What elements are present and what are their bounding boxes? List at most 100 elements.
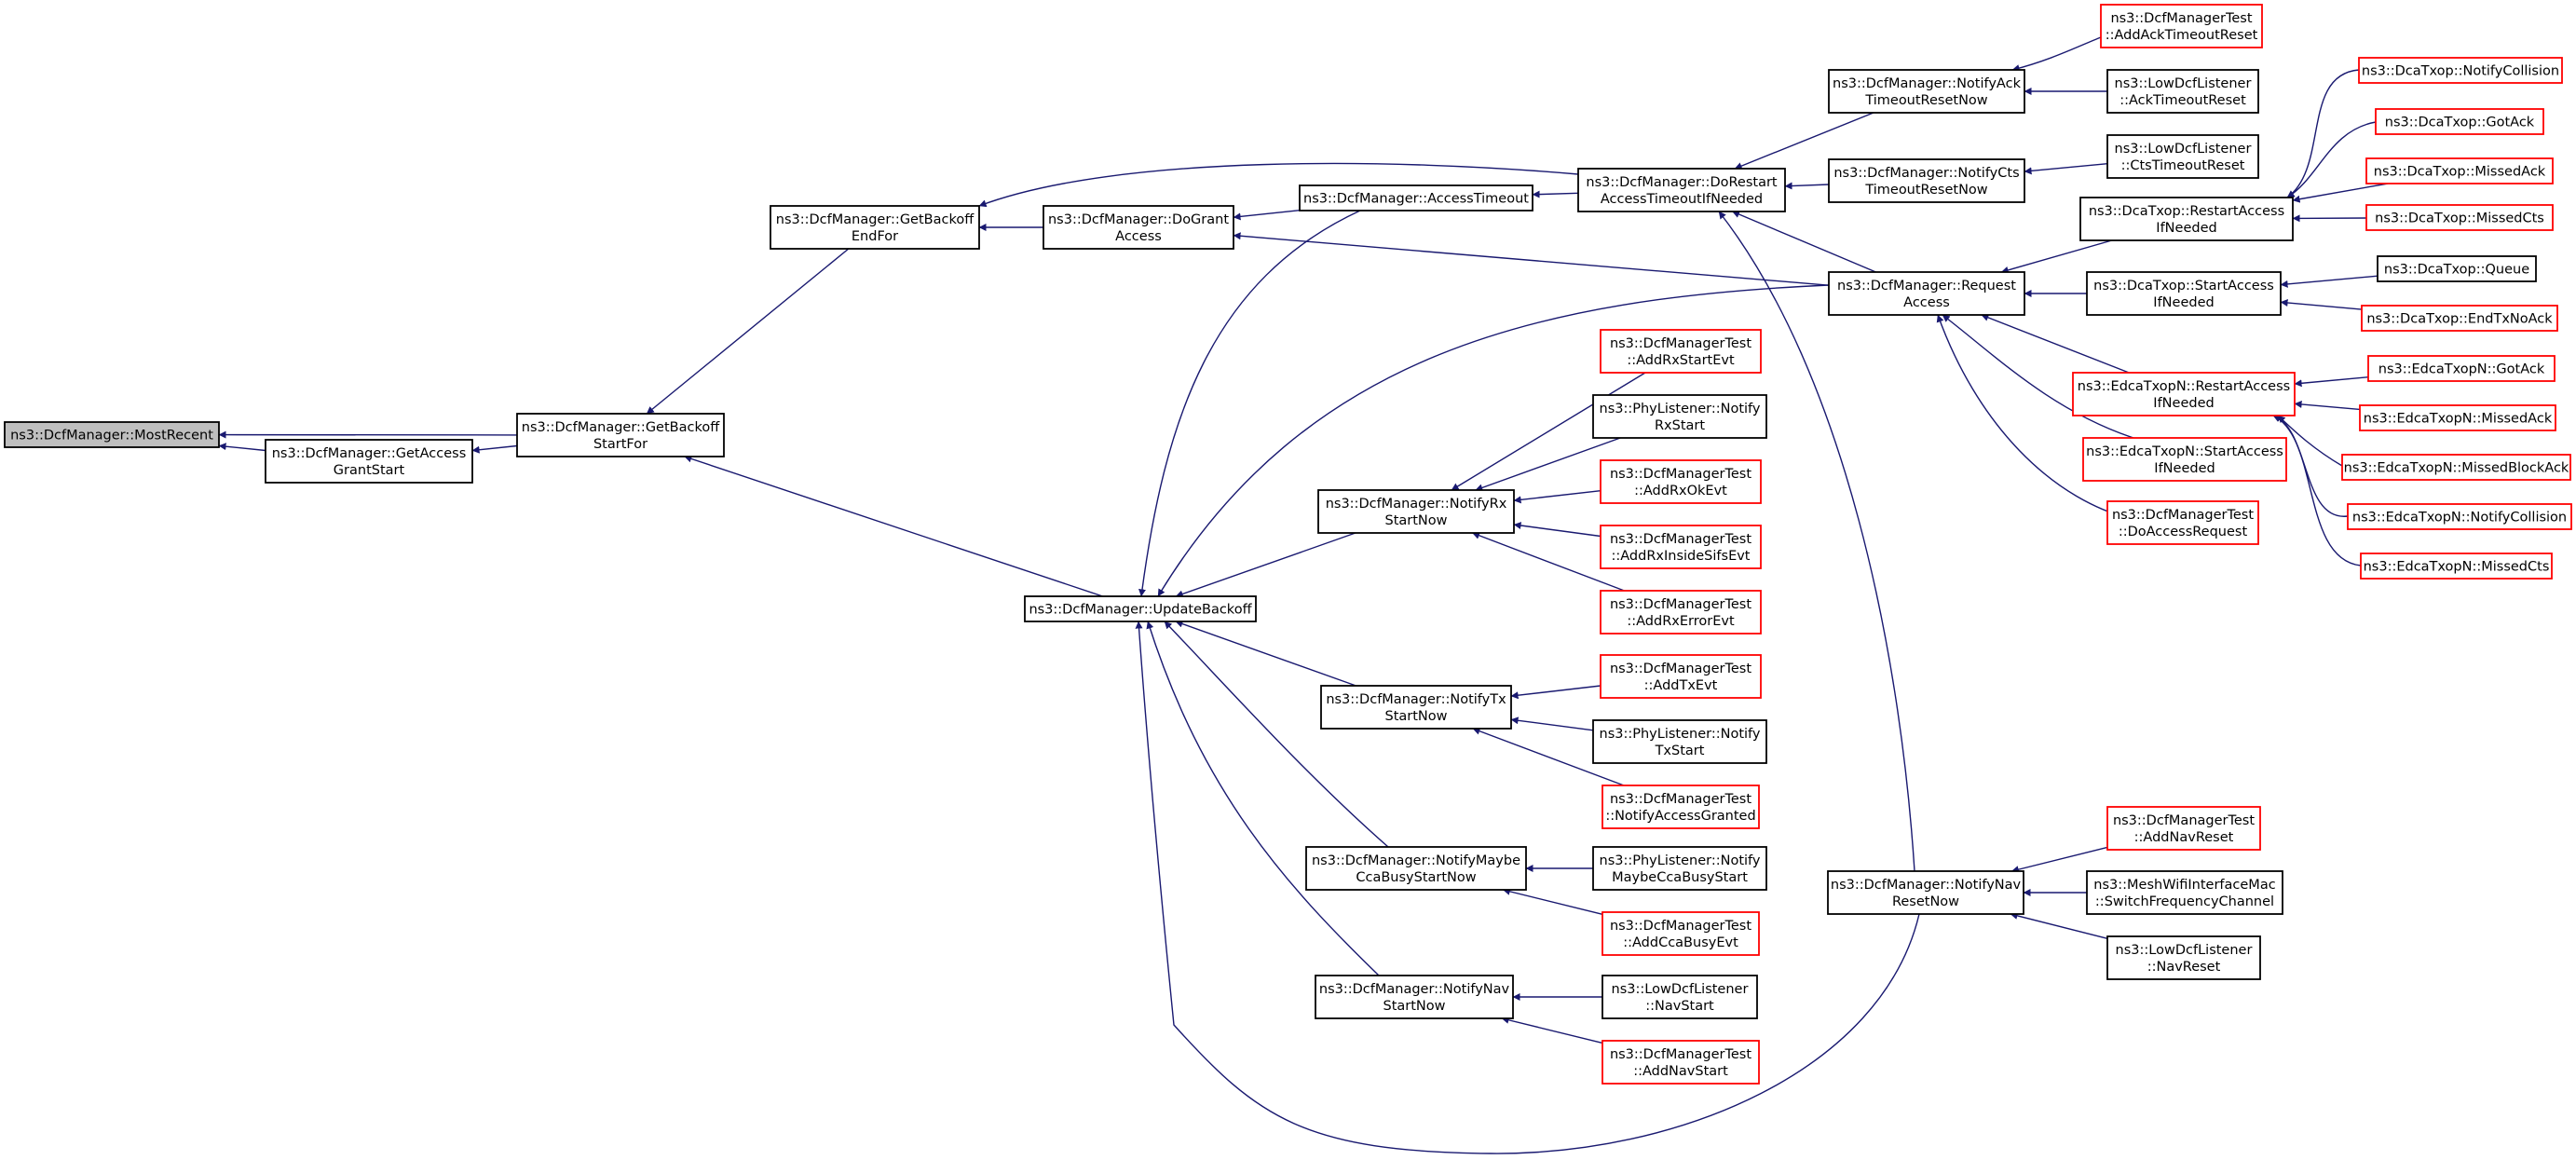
node-box	[2106, 134, 2259, 179]
edges-layer	[218, 36, 2389, 1154]
node-lowNavStart[interactable]: ns3::LowDcfListener::NavStart	[1601, 975, 1758, 1019]
node-box	[1828, 158, 2025, 203]
node-notifyMaybeCcaBusyStartNow[interactable]: ns3::DcfManager::NotifyMaybeCcaBusyStart…	[1305, 846, 1527, 891]
edge-line	[1233, 232, 1830, 286]
edge-line	[1510, 716, 1594, 731]
node-label-line: ns3::DcfManager::AccessTimeout	[1303, 192, 1529, 207]
node-label-line: ::AddRxErrorEvt	[1627, 614, 1735, 629]
edge-line	[2280, 275, 2378, 288]
node-label-line: ns3::DcaTxop::RestartAccess	[2089, 204, 2284, 219]
edge-notifyAccessGranted-to-notifyTxStartNow	[1472, 727, 1625, 786]
edge-line	[2010, 846, 2108, 874]
edge-edcaMissedBlockAck-to-edcaRestartAccess	[2277, 415, 2343, 467]
node-box	[1592, 719, 1767, 764]
node-mostRecent[interactable]: ns3::DcfManager::MostRecent	[4, 421, 220, 448]
node-notifyAckTimeoutResetNow[interactable]: ns3::DcfManager::NotifyAckTimeoutResetNo…	[1828, 69, 2025, 114]
node-edcaNotifyCollision[interactable]: ns3::EdcaTxopN::NotifyCollision	[2347, 503, 2572, 530]
edge-line	[1513, 490, 1601, 504]
node-switchFrequencyChannel[interactable]: ns3::MeshWifiInterfaceMac::SwitchFrequen…	[2086, 870, 2283, 915]
node-addRxErrorEvt[interactable]: ns3::DcfManagerTest::AddRxErrorEvt	[1600, 590, 1762, 635]
node-addCcaBusyEvt[interactable]: ns3::DcfManagerTest::AddCcaBusyEvt	[1601, 911, 1760, 956]
node-box	[2377, 255, 2537, 282]
node-edcaMissedAck[interactable]: ns3::EdcaTxopN::MissedAck	[2359, 404, 2556, 431]
node-addRxStartEvt[interactable]: ns3::DcfManagerTest::AddRxStartEvt	[1600, 329, 1762, 374]
node-dcaMissedCts[interactable]: ns3::DcaTxop::MissedCts	[2365, 204, 2554, 231]
node-label-line: ::AddNavStart	[1633, 1064, 1728, 1079]
node-dcaGotAck[interactable]: ns3::DcaTxop::GotAck	[2375, 108, 2544, 135]
node-dcaNotifyCollision[interactable]: ns3::DcaTxop::NotifyCollision	[2358, 57, 2563, 84]
edge-line	[1138, 210, 1361, 597]
edge-line	[2286, 121, 2377, 198]
node-addRxOkEvt[interactable]: ns3::DcfManagerTest::AddRxOkEvt	[1600, 459, 1762, 504]
node-addRxInsideSifsEvt[interactable]: ns3::DcfManagerTest::AddRxInsideSifsEvt	[1600, 525, 1762, 569]
edge-requestAccess-to-updateBackoff	[1157, 284, 1830, 597]
node-addNavReset[interactable]: ns3::DcfManagerTest::AddNavReset	[2106, 806, 2261, 851]
node-box	[1592, 394, 1767, 439]
edge-line	[1718, 211, 1915, 872]
node-notifyAccessGranted[interactable]: ns3::DcfManagerTest::NotifyAccessGranted	[1601, 785, 1760, 829]
node-label-line: ns3::DcaTxop::MissedCts	[2375, 212, 2544, 226]
edge-line	[1475, 437, 1621, 492]
node-dcaEndTxNoAck[interactable]: ns3::DcaTxop::EndTxNoAck	[2361, 305, 2558, 332]
edge-accessTimeout-to-updateBackoff	[1138, 210, 1361, 597]
edge-edcaMissedCts-to-edcaRestartAccess	[2272, 415, 2362, 566]
node-label-line: ns3::DcaTxop::StartAccess	[2093, 279, 2274, 293]
edge-addRxOkEvt-to-notifyRxStartNow	[1513, 490, 1601, 504]
node-edcaGotAck[interactable]: ns3::EdcaTxopN::GotAck	[2367, 355, 2556, 382]
node-label-line: GrantStart	[334, 463, 405, 478]
edge-dcaEndTxNoAck-to-dcaStartAccess	[2280, 298, 2363, 310]
edge-line	[1451, 372, 1646, 491]
node-addNavStart[interactable]: ns3::DcfManagerTest::AddNavStart	[1601, 1040, 1760, 1085]
nodes-layer: ns3::DcfManager::MostRecentns3::DcfManag…	[4, 4, 2572, 1085]
node-notifyCtsTimeoutResetNow[interactable]: ns3::DcfManager::NotifyCtsTimeoutResetNo…	[1828, 158, 2025, 203]
node-lowNavReset[interactable]: ns3::LowDcfListener::NavReset	[2106, 935, 2261, 980]
node-ackTimeoutReset[interactable]: ns3::LowDcfListener::AckTimeoutReset	[2106, 69, 2259, 114]
node-accessTimeout[interactable]: ns3::DcfManager::AccessTimeout	[1299, 184, 1533, 212]
node-doRestart[interactable]: ns3::DcfManager::DoRestartAccessTimeoutI…	[1577, 168, 1786, 212]
node-label-line: ns3::DcfManagerTest	[1610, 919, 1751, 934]
edge-getBackoffStartFor-to-getAccessGrantStart	[471, 444, 518, 454]
node-label-line: ns3::DcfManagerTest	[1610, 662, 1751, 676]
node-box	[1601, 911, 1760, 956]
edge-line	[1233, 210, 1301, 221]
node-ctsTimeoutReset[interactable]: ns3::LowDcfListener::CtsTimeoutReset	[2106, 134, 2259, 179]
edge-edcaMissedAck-to-edcaRestartAccess	[2294, 400, 2361, 411]
node-dcaMissedAck[interactable]: ns3::DcaTxop::MissedAck	[2365, 157, 2554, 184]
edge-line	[1472, 531, 1625, 592]
node-edcaMissedBlockAck[interactable]: ns3::EdcaTxopN::MissedBlockAck	[2341, 454, 2571, 481]
node-box	[2100, 4, 2263, 48]
node-label-line: ns3::DcfManager::NotifyCts	[1833, 166, 2019, 181]
node-addTxEvt[interactable]: ns3::DcfManagerTest::AddTxEvt	[1600, 654, 1762, 699]
node-box	[2082, 437, 2287, 482]
node-label-line: Access	[1903, 295, 1950, 310]
node-phyNotifyMaybeCcaBusyStart[interactable]: ns3::PhyListener::NotifyMaybeCcaBusyStar…	[1592, 846, 1767, 891]
node-addAckTimeoutReset[interactable]: ns3::DcfManagerTest::AddAckTimeoutReset	[2100, 4, 2263, 48]
node-updateBackoff[interactable]: ns3::DcfManager::UpdateBackoff	[1024, 595, 1257, 622]
node-box	[1024, 595, 1257, 622]
node-edcaMissedCts[interactable]: ns3::EdcaTxopN::MissedCts	[2360, 553, 2553, 580]
node-label-line: ns3::EdcaTxopN::StartAccess	[2086, 444, 2283, 459]
edge-line	[684, 455, 1103, 597]
edge-addRxInsideSifsEvt-to-notifyRxStartNow	[1513, 522, 1601, 538]
node-label-line: ns3::DcaTxop::EndTxNoAck	[2366, 312, 2553, 327]
node-dcaQueue[interactable]: ns3::DcaTxop::Queue	[2377, 255, 2537, 282]
node-label-line: ns3::DcfManagerTest	[1610, 597, 1751, 612]
node-doAccessRequest[interactable]: ns3::DcfManagerTest::DoAccessRequest	[2106, 500, 2259, 545]
node-box	[1828, 271, 2025, 316]
